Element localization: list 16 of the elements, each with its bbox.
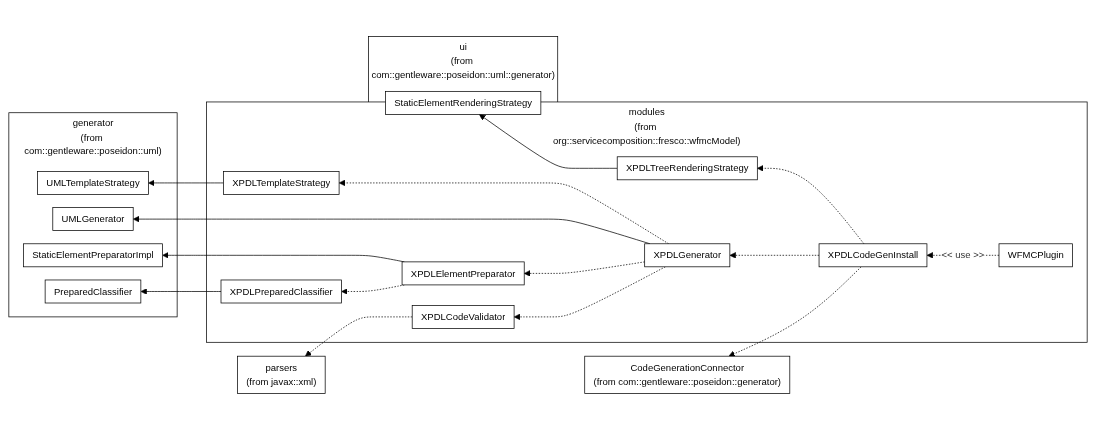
- node-box: PreparedClassifier: [44, 279, 142, 304]
- node-box: WFMCPlugin: [998, 243, 1073, 268]
- node-box: parsers (from javax::xml): [237, 355, 326, 394]
- node-box: StaticElementPreparatorImpl: [23, 243, 163, 268]
- edge-label: << use >>: [941, 249, 985, 261]
- node-box: UMLGenerator: [52, 207, 134, 231]
- node-box: CodeGenerationConnector (from com::gentleware::poseidon::generator): [584, 355, 791, 394]
- node-box: XPDLTreeRenderingStrategy: [616, 156, 758, 181]
- node-box: XPDLGenerator: [644, 243, 731, 268]
- node-box: XPDLCodeGenInstall: [818, 243, 928, 268]
- node-box: UMLTemplateStrategy: [37, 171, 149, 195]
- node-box: XPDLPreparedClassifier: [220, 279, 342, 304]
- node-box: XPDLTemplateStrategy: [223, 171, 340, 195]
- node-box: XPDLCodeValidator: [411, 305, 515, 329]
- node-box: StaticElementRenderingStrategy: [385, 91, 542, 115]
- node-box: XPDLElementPreparator: [401, 261, 525, 286]
